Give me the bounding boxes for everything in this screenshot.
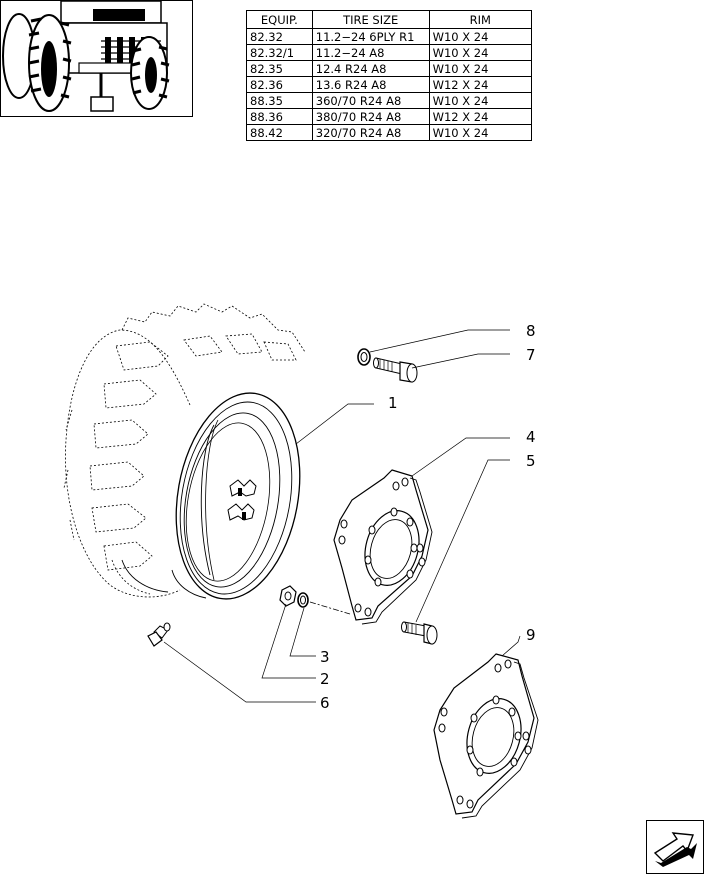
washer-3: [297, 592, 309, 608]
callout-9: 9: [526, 626, 536, 644]
next-page-arrow-icon: [653, 832, 697, 867]
header-tire-size: TIRE SIZE: [311, 10, 430, 29]
table-row: 88.42 320/70 R24 A8 W10 X 24: [246, 124, 533, 141]
wheel-disc: [333, 469, 433, 625]
table-row: 88.36 380/70 R24 A8 W12 X 24: [246, 108, 533, 125]
tractor-front-view-icon: [2, 1, 170, 112]
alternate-wheel-disc: [433, 653, 539, 819]
callout-3: 3: [320, 648, 330, 666]
rim: [171, 392, 301, 600]
equipment-table: EQUIP. TIRE SIZE RIM 82.32 11.2−24 6PLY …: [246, 10, 533, 141]
rim-cell: W10 X 24: [428, 28, 533, 45]
rim-cell: W10 X 24: [428, 124, 533, 141]
next-page-button[interactable]: [646, 820, 704, 874]
callout-6: 6: [320, 694, 330, 712]
callout-5: 5: [526, 452, 536, 470]
callout-7: 7: [526, 346, 536, 364]
assembly-axis-line: [309, 601, 351, 615]
callout-4: 4: [526, 428, 536, 446]
callout-1: 1: [388, 394, 398, 412]
rim-cell: W10 X 24: [428, 92, 533, 109]
callout-2: 2: [320, 670, 330, 688]
callout-8: 8: [526, 322, 536, 340]
bolt-5: [401, 621, 438, 645]
leader-lines: [163, 329, 521, 703]
table-row: 82.36 13.6 R24 A8 W12 X 24: [246, 76, 533, 93]
tire-valve: [147, 622, 171, 647]
table-header-row: EQUIP. TIRE SIZE RIM: [246, 10, 533, 29]
tire-outline: [63, 303, 306, 598]
tractor-thumbnail: [0, 0, 193, 117]
tire-size-cell: 320/70 R24 A8: [311, 124, 430, 141]
tire-size-cell: 13.6 R24 A8: [311, 76, 430, 93]
equip-cell: 88.42: [246, 124, 313, 141]
table-row: 88.35 360/70 R24 A8 W10 X 24: [246, 92, 533, 109]
nut-2: [279, 585, 297, 607]
washer-8: [357, 348, 371, 366]
bolt-7: [373, 357, 418, 383]
equip-cell: 88.35: [246, 92, 313, 109]
